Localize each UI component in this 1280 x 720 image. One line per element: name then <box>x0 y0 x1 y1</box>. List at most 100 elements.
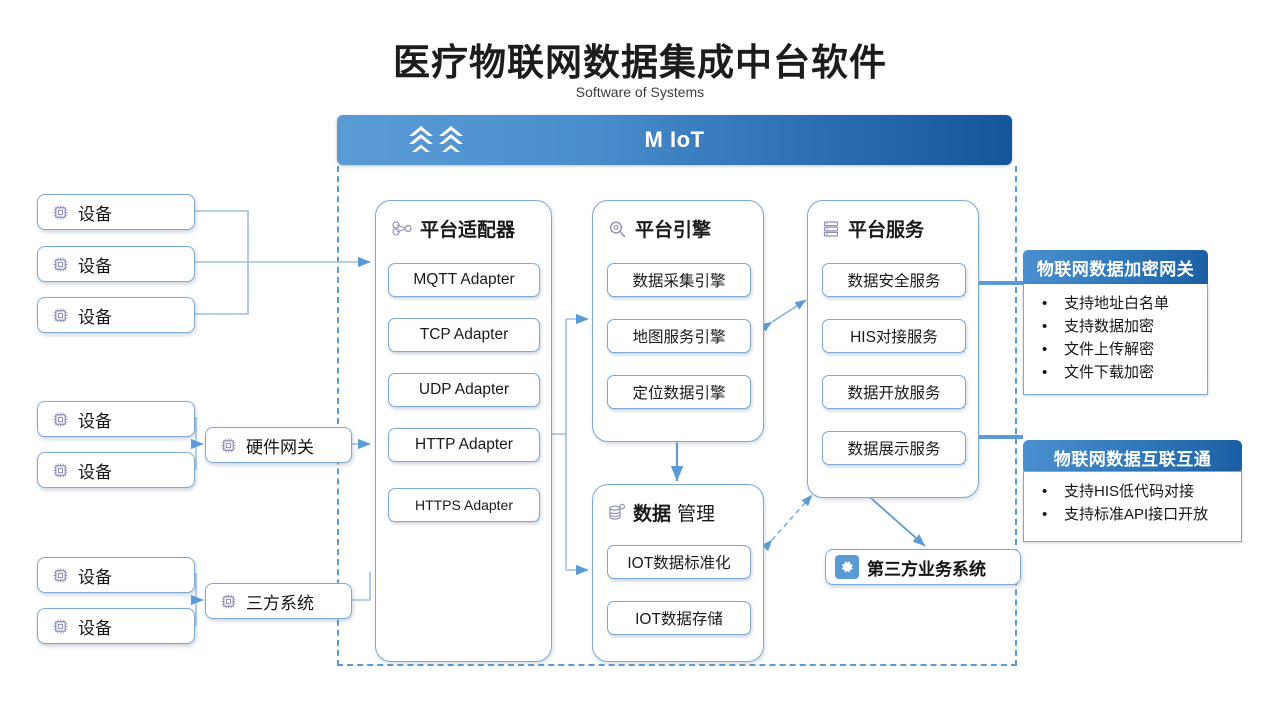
page-subtitle: Software of Systems <box>575 84 705 100</box>
data-item-storage[interactable]: IOT数据存储 <box>607 601 751 635</box>
data-management-group: 数据管理 IOT数据标准化 IOT数据存储 <box>592 484 764 662</box>
device-pill-label: 设备 <box>78 307 112 327</box>
bullet-dot: • <box>1042 318 1048 335</box>
adapter-item-label: UDP Adapter <box>418 381 510 398</box>
platform-engine-group: 平台引擎 数据采集引擎 地图服务引擎 定位数据引擎 <box>592 200 764 442</box>
adapter-item-udp[interactable]: UDP Adapter <box>388 373 540 407</box>
platform-adapter-title: 平台适配器 <box>420 220 516 241</box>
callout-bullet-item: • 支持数据加密 <box>1024 315 1207 338</box>
adapter-item-label: HTTP Adapter <box>415 436 513 453</box>
callout-bullet-item: • 支持地址白名单 <box>1024 292 1207 315</box>
adapter-item-tcp[interactable]: TCP Adapter <box>388 318 540 352</box>
chip-icon <box>53 463 68 477</box>
third-party-source-label: 三方系统 <box>246 593 314 613</box>
chip-icon <box>53 257 68 271</box>
service-item-his[interactable]: HIS对接服务 <box>822 319 966 353</box>
data-item-label: IOT数据存储 <box>635 611 723 628</box>
adapter-item-https[interactable]: HTTPS Adapter <box>388 488 540 522</box>
data-management-title-light: 管理 <box>677 504 716 525</box>
service-item-label: 数据展示服务 <box>847 441 941 458</box>
service-item-security[interactable]: 数据安全服务 <box>822 263 966 297</box>
adapter-item-http[interactable]: HTTP Adapter <box>388 428 540 462</box>
page-title: 医疗物联网数据集成中台软件 <box>393 42 887 83</box>
third-party-business-system[interactable]: 第三方业务系统 <box>825 549 1021 585</box>
hardware-gateway-label: 硬件网关 <box>246 437 314 457</box>
gear-icon <box>835 555 859 579</box>
service-item-open[interactable]: 数据开放服务 <box>822 375 966 409</box>
platform-header-bar: M IoT <box>337 115 1012 165</box>
device-pill-2[interactable]: 设备 <box>37 246 195 282</box>
device-pill-1[interactable]: 设备 <box>37 194 195 230</box>
platform-adapter-header: 平台适配器 <box>392 215 515 242</box>
chip-icon <box>53 412 68 426</box>
callout-bullet-item: • 文件下载加密 <box>1024 361 1207 384</box>
third-party-label: 第三方业务系统 <box>867 559 986 579</box>
service-item-label: HIS对接服务 <box>850 329 938 346</box>
callout-body: • 支持HIS低代码对接 • 支持标准API接口开放 <box>1023 471 1242 542</box>
data-item-standardize[interactable]: IOT数据标准化 <box>607 545 751 579</box>
platform-engine-header: 平台引擎 <box>607 215 711 242</box>
device-pill-3[interactable]: 设备 <box>37 297 195 333</box>
bullet-dot: • <box>1042 341 1048 358</box>
device-pill-label: 设备 <box>78 618 112 638</box>
third-party-source-node[interactable]: 三方系统 <box>205 583 352 619</box>
bullet-dot: • <box>1042 364 1048 381</box>
hardware-gateway-node[interactable]: 硬件网关 <box>205 427 352 463</box>
server-stack-icon <box>823 220 839 237</box>
chip-icon <box>53 308 68 322</box>
bullet-dot: • <box>1042 295 1048 312</box>
device-pill-label: 设备 <box>78 256 112 276</box>
platform-brand-title: M IoT <box>644 127 705 152</box>
gear-search-icon <box>609 220 626 238</box>
platform-engine-title: 平台引擎 <box>635 220 712 241</box>
callout-body: • 支持地址白名单 • 支持数据加密 • 文件上传解密 • 文件下载加密 <box>1023 284 1208 395</box>
callout-bullet-item: • 支持HIS低代码对接 <box>1024 480 1241 503</box>
platform-services-group: 平台服务 数据安全服务 HIS对接服务 数据开放服务 数据展示服务 <box>807 200 979 498</box>
platform-services-header: 平台服务 <box>822 215 924 242</box>
double-chevron-logo-icon <box>409 126 463 152</box>
callout-item-label: 支持地址白名单 <box>1064 295 1170 312</box>
callout-bullet-item: • 文件上传解密 <box>1024 338 1207 361</box>
engine-item-label: 定位数据引擎 <box>632 385 726 402</box>
engine-item-location[interactable]: 定位数据引擎 <box>607 375 751 409</box>
service-item-label: 数据开放服务 <box>847 385 941 402</box>
device-pill-label: 设备 <box>78 411 112 431</box>
callout-title: 物联网数据加密网关 <box>1023 250 1208 284</box>
data-management-header: 数据管理 <box>607 499 715 526</box>
callout-item-label: 文件下载加密 <box>1064 364 1155 381</box>
device-pill-6[interactable]: 设备 <box>37 557 195 593</box>
device-pill-label: 设备 <box>78 462 112 482</box>
service-item-display[interactable]: 数据展示服务 <box>822 431 966 465</box>
chip-icon <box>53 205 68 219</box>
network-nodes-icon <box>392 220 412 236</box>
platform-adapter-group: 平台适配器 MQTT Adapter TCP Adapter UDP Adapt… <box>375 200 552 662</box>
engine-item-label: 数据采集引擎 <box>632 273 726 290</box>
device-pill-5[interactable]: 设备 <box>37 452 195 488</box>
callout-item-label: 支持标准API接口开放 <box>1064 506 1209 523</box>
chip-icon <box>53 619 68 633</box>
device-pill-7[interactable]: 设备 <box>37 608 195 644</box>
bullet-dot: • <box>1042 506 1048 523</box>
callout-item-label: 文件上传解密 <box>1064 341 1155 358</box>
adapter-item-label: HTTPS Adapter <box>414 497 514 513</box>
data-item-label: IOT数据标准化 <box>627 555 731 572</box>
chip-icon <box>221 438 236 452</box>
engine-item-label: 地图服务引擎 <box>632 329 726 346</box>
engine-item-map[interactable]: 地图服务引擎 <box>607 319 751 353</box>
bullet-dot: • <box>1042 483 1048 500</box>
callout-item-label: 支持HIS低代码对接 <box>1064 483 1195 500</box>
adapter-item-label: MQTT Adapter <box>413 271 515 288</box>
platform-boundary <box>337 166 1017 666</box>
callout-bullet-item: • 支持标准API接口开放 <box>1024 503 1241 526</box>
engine-item-collect[interactable]: 数据采集引擎 <box>607 263 751 297</box>
platform-services-title: 平台服务 <box>848 220 925 241</box>
device-pill-label: 设备 <box>78 204 112 224</box>
adapter-item-mqtt[interactable]: MQTT Adapter <box>388 263 540 297</box>
service-item-label: 数据安全服务 <box>847 273 941 290</box>
data-management-title-bold: 数据 <box>633 504 672 525</box>
callout-title: 物联网数据互联互通 <box>1023 440 1242 474</box>
device-pill-label: 设备 <box>78 567 112 587</box>
chip-icon <box>221 594 236 608</box>
device-pill-4[interactable]: 设备 <box>37 401 195 437</box>
